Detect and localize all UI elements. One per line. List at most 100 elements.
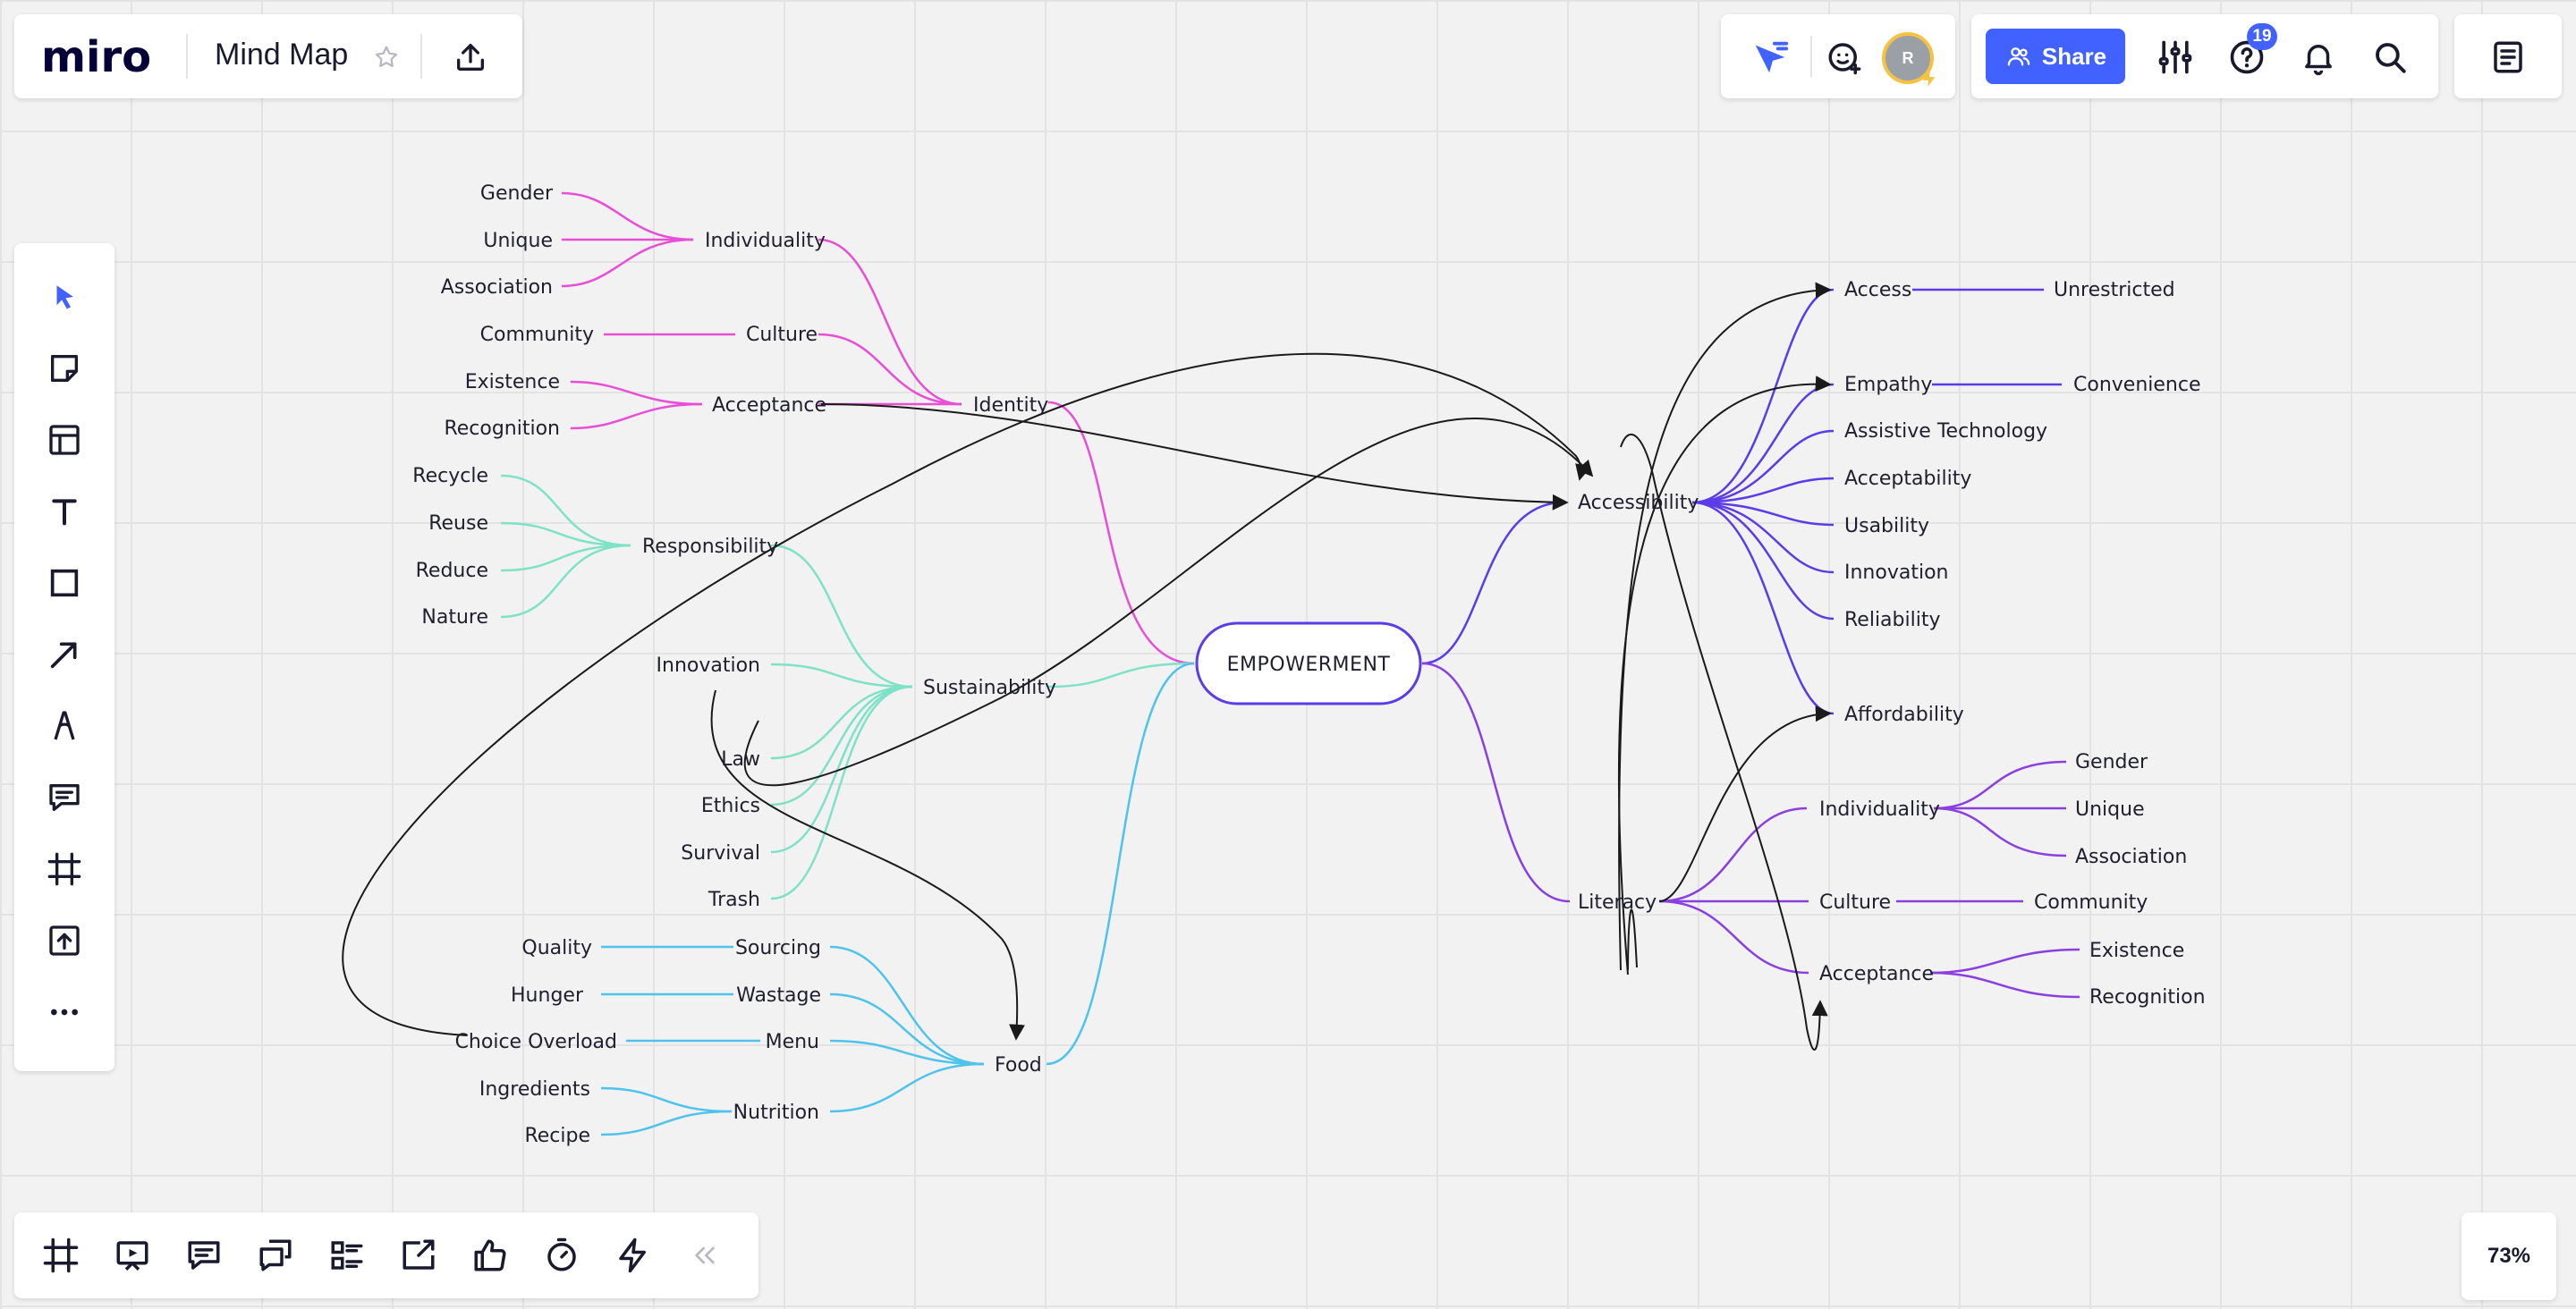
zoom-level[interactable]: 73% <box>2462 1212 2556 1300</box>
node-access[interactable]: Access <box>1844 279 1911 301</box>
node-association[interactable]: Association <box>441 276 553 299</box>
center-node[interactable] <box>1195 621 1422 705</box>
templates-tool[interactable] <box>39 415 89 465</box>
share-button[interactable]: Share <box>1986 29 2125 84</box>
node-individuality[interactable]: Individuality <box>705 230 826 252</box>
node-community[interactable]: Community <box>480 324 594 346</box>
presentation-button[interactable] <box>107 1230 157 1280</box>
text-tool[interactable] <box>39 486 89 536</box>
user-avatar[interactable]: R <box>1882 32 1934 84</box>
cards-button[interactable] <box>322 1230 372 1280</box>
node-quality[interactable]: Quality <box>521 937 592 959</box>
more-tools-button[interactable] <box>39 987 89 1037</box>
node-responsibility[interactable]: Responsibility <box>642 536 778 558</box>
export-button[interactable] <box>449 36 492 79</box>
connector-acceptance-accessibility[interactable] <box>820 403 1569 511</box>
frame-tool[interactable] <box>39 844 89 894</box>
miro-logo[interactable]: miro <box>41 36 175 79</box>
node-literacy[interactable]: Literacy <box>1578 891 1657 914</box>
node-food[interactable]: Food <box>995 1054 1042 1077</box>
node-nutrition[interactable]: Nutrition <box>733 1102 819 1124</box>
node-gender-right[interactable]: Gender <box>2075 751 2148 773</box>
comment-tool[interactable] <box>39 773 89 823</box>
node-recognition-right[interactable]: Recognition <box>2089 986 2206 1009</box>
node-culture-right[interactable]: Culture <box>1819 891 1891 914</box>
node-existence-right[interactable]: Existence <box>2089 940 2184 962</box>
node-reduce[interactable]: Reduce <box>416 560 488 582</box>
timer-button[interactable] <box>537 1230 587 1280</box>
node-reliability[interactable]: Reliability <box>1844 609 1941 631</box>
node-hunger[interactable]: Hunger <box>511 984 584 1007</box>
cursor-follow-button[interactable] <box>1748 34 1794 80</box>
node-assistive-technology[interactable]: Assistive Technology <box>1844 420 2047 443</box>
node-identity[interactable]: Identity <box>973 394 1048 417</box>
share-screen-button[interactable] <box>394 1230 444 1280</box>
connection-line-tool[interactable] <box>39 629 89 680</box>
node-convenience[interactable]: Convenience <box>2073 374 2200 396</box>
voting-button[interactable] <box>465 1230 515 1280</box>
node-labels[interactable]: Gender Unique Association Individuality … <box>412 182 2205 1147</box>
node-recycle[interactable]: Recycle <box>412 465 488 487</box>
node-acceptability[interactable]: Acceptability <box>1844 468 1971 490</box>
connector-accessibility-acceptance[interactable] <box>1620 434 1828 1051</box>
node-gender[interactable]: Gender <box>480 182 554 205</box>
comments-button[interactable] <box>179 1230 229 1280</box>
select-tool[interactable] <box>39 272 89 322</box>
node-law[interactable]: Law <box>721 748 760 771</box>
node-acceptance[interactable]: Acceptance <box>712 394 826 417</box>
connector-literacy-affordability[interactable] <box>1658 705 1832 902</box>
node-accessibility[interactable]: Accessibility <box>1578 492 1699 514</box>
connector-literacy-loop[interactable] <box>1627 908 1638 971</box>
edge-menu-food <box>829 1039 985 1066</box>
search-button[interactable] <box>2365 32 2415 82</box>
node-choice-overload[interactable]: Choice Overload <box>455 1031 617 1053</box>
apps-button[interactable] <box>608 1230 658 1280</box>
node-unique-right[interactable]: Unique <box>2075 798 2145 821</box>
node-empathy[interactable]: Empathy <box>1844 374 1932 396</box>
notifications-button[interactable] <box>2293 32 2343 82</box>
node-recipe[interactable]: Recipe <box>524 1125 590 1147</box>
sticky-note-tool[interactable] <box>39 343 89 393</box>
board-notes-button[interactable] <box>2483 32 2533 82</box>
node-ethics[interactable]: Ethics <box>701 795 760 817</box>
node-unrestricted[interactable]: Unrestricted <box>2054 279 2175 301</box>
node-reuse[interactable]: Reuse <box>428 512 488 535</box>
connector-innovation-food[interactable] <box>710 689 1025 1041</box>
node-unique[interactable]: Unique <box>483 230 553 252</box>
chat-button[interactable] <box>250 1230 301 1280</box>
cross-connectors[interactable] <box>342 282 1832 1051</box>
node-association-right[interactable]: Association <box>2075 846 2187 868</box>
node-existence[interactable]: Existence <box>465 371 560 393</box>
settings-button[interactable] <box>2150 32 2200 82</box>
node-sustainability[interactable]: Sustainability <box>923 677 1056 699</box>
node-innovation-right[interactable]: Innovation <box>1844 562 1948 584</box>
star-button[interactable] <box>369 39 404 75</box>
collapse-toolbar-button[interactable] <box>680 1230 730 1280</box>
node-innovation-left[interactable]: Innovation <box>657 654 760 677</box>
node-affordability[interactable]: Affordability <box>1844 704 1964 726</box>
node-individuality-right[interactable]: Individuality <box>1819 798 1940 821</box>
node-ingredients[interactable]: Ingredients <box>479 1078 590 1101</box>
node-survival[interactable]: Survival <box>681 842 760 865</box>
node-sourcing[interactable]: Sourcing <box>735 937 821 959</box>
sliders-icon <box>2158 40 2192 74</box>
connector-choiceoverload-accessibility[interactable] <box>342 352 1591 1036</box>
reactions-button[interactable] <box>1821 34 1868 80</box>
help-button[interactable] <box>2222 32 2272 82</box>
node-acceptance-right[interactable]: Acceptance <box>1819 963 1934 985</box>
node-wastage[interactable]: Wastage <box>736 984 821 1007</box>
board-title[interactable]: Mind Map <box>215 38 349 72</box>
connector-law-accessibility[interactable] <box>743 417 1594 787</box>
frames-button[interactable] <box>36 1230 86 1280</box>
node-menu[interactable]: Menu <box>766 1031 819 1053</box>
node-usability[interactable]: Usability <box>1844 515 1929 537</box>
node-nature[interactable]: Nature <box>421 606 488 629</box>
node-trash[interactable]: Trash <box>708 889 760 911</box>
node-community-right[interactable]: Community <box>2034 891 2148 914</box>
pen-tool[interactable] <box>39 701 89 751</box>
shape-tool[interactable] <box>39 558 89 608</box>
node-culture[interactable]: Culture <box>746 324 818 346</box>
upload-tool[interactable] <box>39 916 89 966</box>
node-recognition[interactable]: Recognition <box>444 418 560 440</box>
